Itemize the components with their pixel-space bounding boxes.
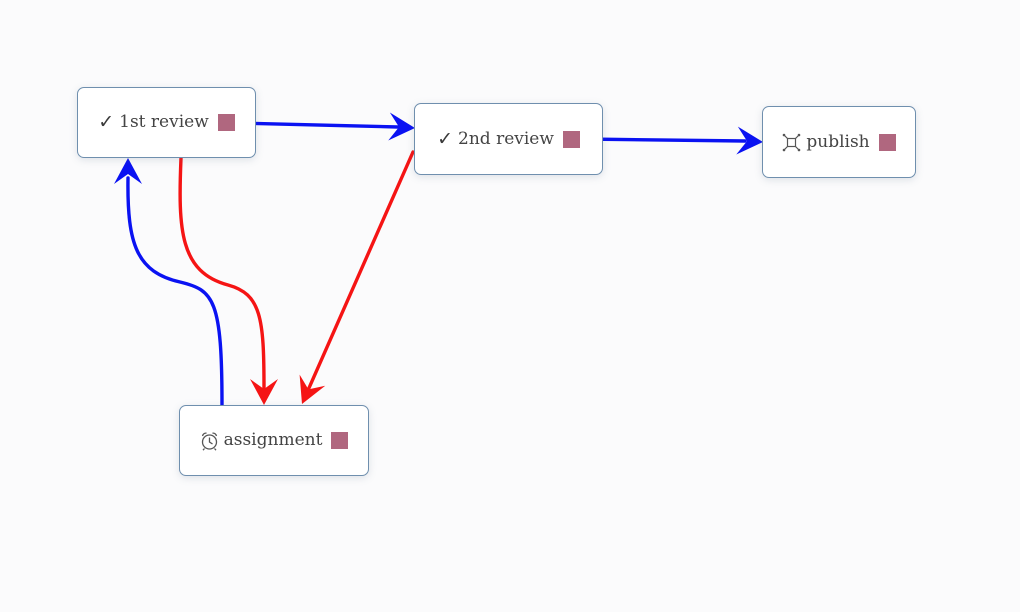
connection-2nd-review-to-assignment[interactable] — [307, 150, 415, 390]
connection-endpoint[interactable] — [562, 130, 580, 148]
connection-arrowhead — [250, 379, 278, 405]
connection-endpoint[interactable] — [878, 133, 896, 151]
node-assignment[interactable]: assignment — [179, 405, 369, 476]
checkmark-icon: ✓ — [437, 127, 454, 150]
connection-2nd-review-to-publish[interactable] — [581, 137, 747, 143]
node-label: 2nd review — [458, 128, 554, 149]
node-2nd-review[interactable]: ✓ 2nd review — [414, 103, 603, 175]
connection-arrowhead — [299, 374, 326, 404]
connection-assignment-to-1st-review[interactable] — [126, 176, 224, 407]
connection-1st-review-to-assignment[interactable] — [178, 156, 266, 390]
node-label: 1st review — [119, 112, 209, 132]
node-1st-review[interactable]: ✓ 1st review — [77, 87, 256, 158]
connection-endpoint[interactable] — [331, 432, 349, 449]
connection-arrowhead — [388, 112, 415, 141]
node-label: assignment — [223, 430, 323, 450]
connection-endpoint[interactable] — [217, 114, 235, 131]
checkmark-icon: ✓ — [98, 111, 115, 133]
node-publish[interactable]: publish — [762, 106, 916, 178]
node-label: publish — [806, 131, 870, 152]
publish-icon — [782, 133, 801, 152]
connection-arrowhead — [114, 158, 142, 184]
connections-layer — [114, 112, 763, 407]
alarm-clock-icon — [200, 431, 219, 451]
connection-arrowhead — [736, 126, 763, 155]
connection-1st-review-to-2nd-review[interactable] — [234, 121, 400, 129]
